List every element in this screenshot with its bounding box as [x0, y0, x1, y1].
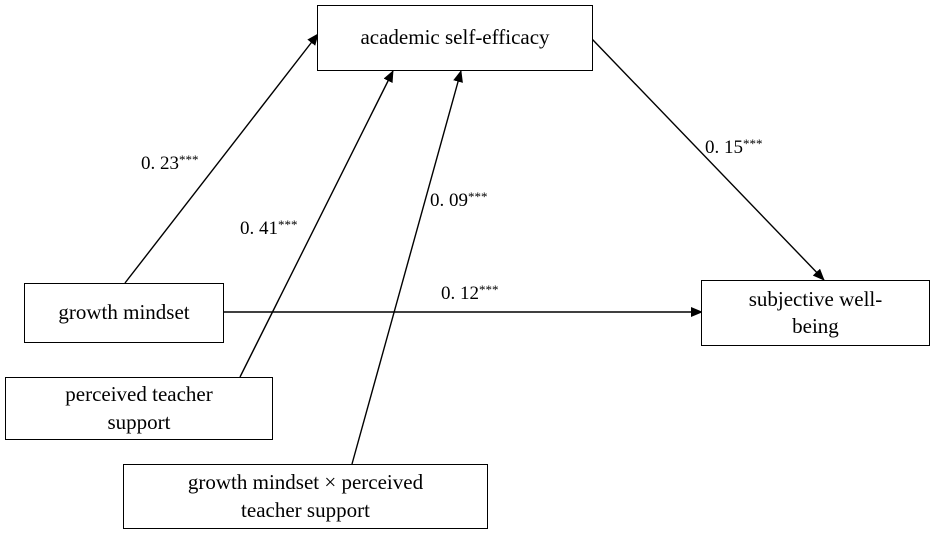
node-label-wellbeing-line2: being: [792, 314, 839, 338]
node-perceived-teacher-support: perceived teacher support: [5, 377, 273, 440]
coef-value: 0. 09: [430, 190, 468, 211]
coef-value: 0. 23: [141, 153, 179, 174]
arrow-growth-mindset-to-efficacy: [124, 33, 319, 284]
coef-efficacy-to-wellbeing: 0. 15***: [705, 136, 763, 159]
significance-stars: ***: [179, 152, 199, 167]
node-academic-self-efficacy: academic self-efficacy: [317, 5, 593, 71]
node-interaction-term: growth mindset × perceived teacher suppo…: [123, 464, 488, 529]
node-label-perceived-teacher-support-line1: perceived teacher: [65, 382, 213, 407]
coef-teacher-support-to-efficacy: 0. 41***: [240, 217, 298, 240]
arrow-teacher-support-to-efficacy: [239, 70, 394, 378]
significance-stars: ***: [743, 136, 763, 151]
arrow-interaction-to-efficacy: [351, 70, 463, 465]
coef-value: 0. 41: [240, 218, 278, 239]
node-subjective-well-being: subjective well- being: [701, 280, 930, 346]
coef-value: 0. 15: [705, 137, 743, 158]
significance-stars: ***: [468, 189, 488, 204]
node-label-wellbeing-line1: subjective well-: [748, 286, 883, 311]
coef-value: 0. 12: [441, 283, 479, 304]
coef-growth-mindset-to-wellbeing: 0. 12***: [441, 282, 499, 305]
coef-growth-mindset-to-efficacy: 0. 23***: [141, 152, 199, 175]
node-label-perceived-teacher-support-line2: support: [107, 409, 171, 434]
significance-stars: ***: [479, 282, 499, 297]
significance-stars: ***: [278, 217, 298, 232]
node-label-interaction-line2: teacher support: [241, 497, 370, 522]
node-label-interaction-line1: growth mindset × perceived: [187, 470, 424, 495]
node-label-academic-self-efficacy: academic self-efficacy: [360, 25, 550, 50]
node-label-growth-mindset: growth mindset: [58, 300, 190, 325]
node-growth-mindset: growth mindset: [24, 283, 224, 343]
arrow-efficacy-to-wellbeing: [591, 38, 825, 281]
coef-interaction-to-efficacy: 0. 09***: [430, 189, 488, 212]
